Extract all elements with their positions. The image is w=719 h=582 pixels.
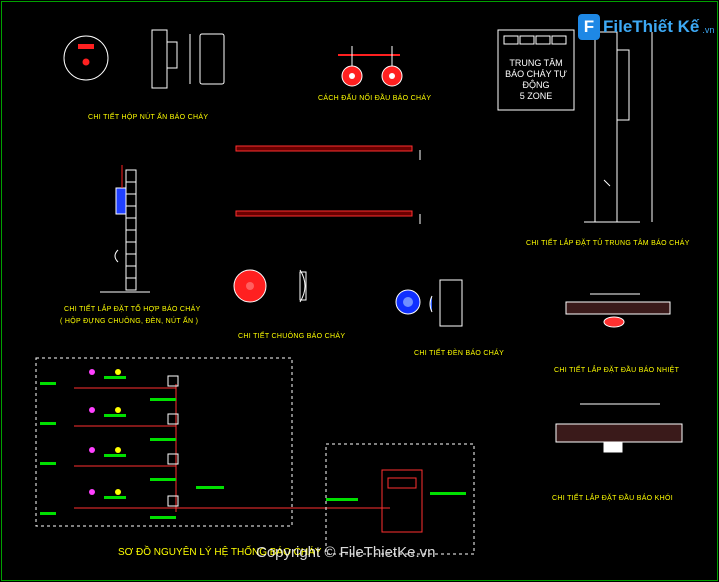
central-panel-label: TRUNG TÂM BÁO CHÁY TỰ ĐỘNG 5 ZONE [498, 58, 574, 102]
combo-box-wall-detail [100, 165, 150, 293]
caption-bell: CHI TIẾT CHUÔNG BÁO CHÁY [238, 333, 346, 340]
logo-text: FileThiết Kế [603, 17, 700, 36]
logo-mark-icon: F [578, 14, 600, 40]
heat-detector-detail [565, 293, 671, 328]
site-logo[interactable]: F FileThiết Kế .vn [578, 12, 714, 42]
caption-detector-wiring: CÁCH ĐẤU NỐI ĐẦU BÁO CHÁY [318, 95, 432, 102]
caption-schematic: SƠ ĐỒ NGUYÊN LÝ HỆ THỐNG BÁO CHÁY [118, 547, 322, 558]
panel-line-3: 5 ZONE [519, 91, 553, 101]
schematic-diagram [35, 357, 475, 555]
panel-line-2: BÁO CHÁY TỰ ĐỘNG [505, 69, 567, 90]
panel-line-1: TRUNG TÂM [509, 58, 563, 68]
caption-light: CHI TIẾT ĐÈN BÁO CHÁY [414, 350, 505, 357]
caption-central-panel: CHI TIẾT LẮP ĐẶT TỦ TRUNG TÂM BÁO CHÁY [526, 240, 690, 247]
central-panel-detail [497, 29, 653, 223]
caption-push-button-box: CHI TIẾT HỘP NÚT ẤN BÁO CHÁY [88, 114, 209, 121]
schematic-floor-rows [40, 369, 466, 519]
light-detail [395, 279, 463, 327]
caption-combo-box-sub: ( HỘP ĐỰNG CHUÔNG, ĐÈN, NÚT ẤN ) [60, 318, 199, 325]
push-button-box-detail [63, 29, 225, 89]
logo-domain: .vn [702, 24, 715, 35]
detector-wiring-detail [338, 46, 403, 87]
smoke-detector-detail [555, 403, 683, 453]
conduit-details [235, 145, 421, 224]
caption-combo-box: CHI TIẾT LẮP ĐẶT TỔ HỢP BÁO CHÁY [64, 306, 201, 313]
copyright-watermark: Copyright © FileThietKe.vn [256, 544, 436, 561]
bell-detail [233, 269, 307, 303]
caption-smoke-detector: CHI TIẾT LẮP ĐẶT ĐẦU BÁO KHÓI [552, 495, 673, 502]
caption-heat-detector: CHI TIẾT LẮP ĐẶT ĐẦU BÁO NHIỆT [554, 367, 680, 374]
